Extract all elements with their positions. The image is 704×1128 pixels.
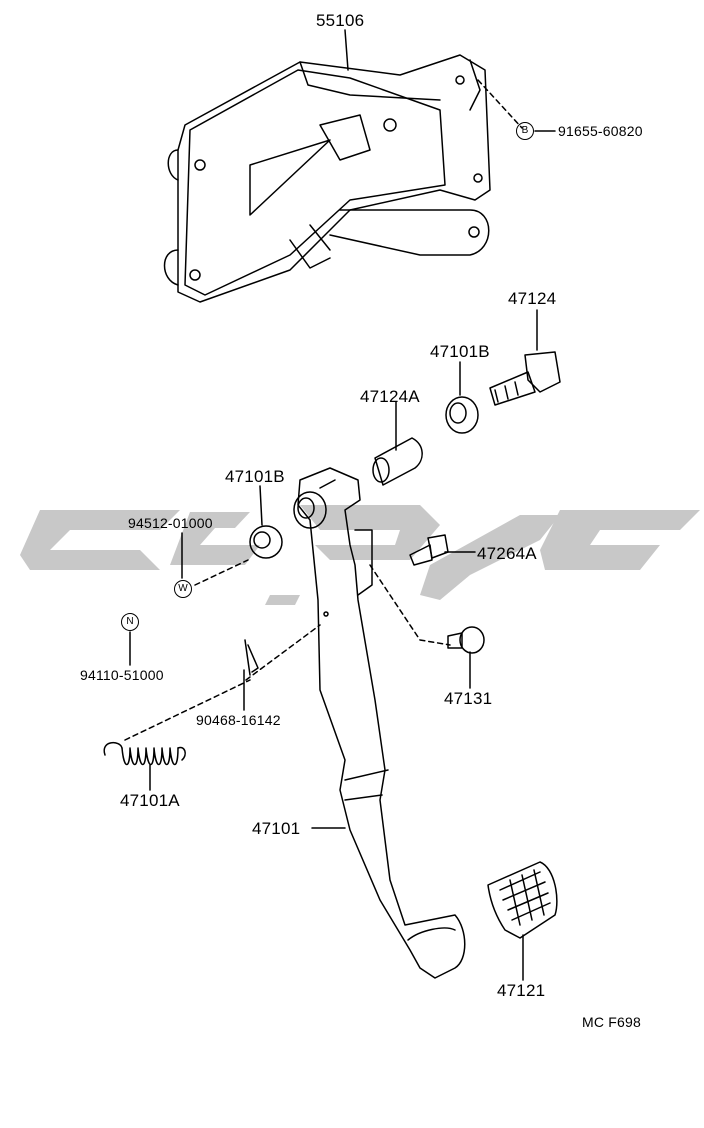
- label-47131: 47131: [444, 689, 493, 708]
- collar-47124a: [372, 437, 423, 486]
- spring-47101a: [103, 741, 186, 766]
- bolt-47124: [489, 351, 561, 406]
- label-94110-51000: 94110-51000: [80, 667, 164, 683]
- label-91655-60820: 91655-60820: [558, 123, 643, 139]
- label-90468-16142: 90468-16142: [196, 712, 281, 728]
- pedal-arm-47101: [293, 467, 466, 979]
- label-47101: 47101: [252, 819, 301, 838]
- pedal-pad-47121: [487, 861, 558, 939]
- label-47121: 47121: [497, 981, 546, 1000]
- label-47101b-left: 47101B: [225, 467, 285, 486]
- bolt-47264a: [409, 534, 449, 566]
- bushing-47101b-left: [249, 525, 283, 559]
- stopper-47131: [447, 626, 485, 654]
- marker-w: W: [174, 580, 192, 598]
- bushing-47101b-top: [445, 396, 479, 434]
- label-47264a: 47264A: [477, 544, 537, 563]
- label-47101a: 47101A: [120, 791, 180, 810]
- label-47101b-top: 47101B: [430, 342, 490, 361]
- label-94512-01000: 94512-01000: [128, 515, 213, 531]
- label-47124: 47124: [508, 289, 557, 308]
- clip-90468: [244, 639, 259, 676]
- marker-b: B: [516, 122, 534, 140]
- figure-code: MC F698: [582, 1014, 641, 1030]
- label-55106: 55106: [316, 11, 365, 30]
- marker-n: N: [121, 613, 139, 631]
- label-47124a: 47124A: [360, 387, 420, 406]
- pedal-bracket: [163, 54, 491, 303]
